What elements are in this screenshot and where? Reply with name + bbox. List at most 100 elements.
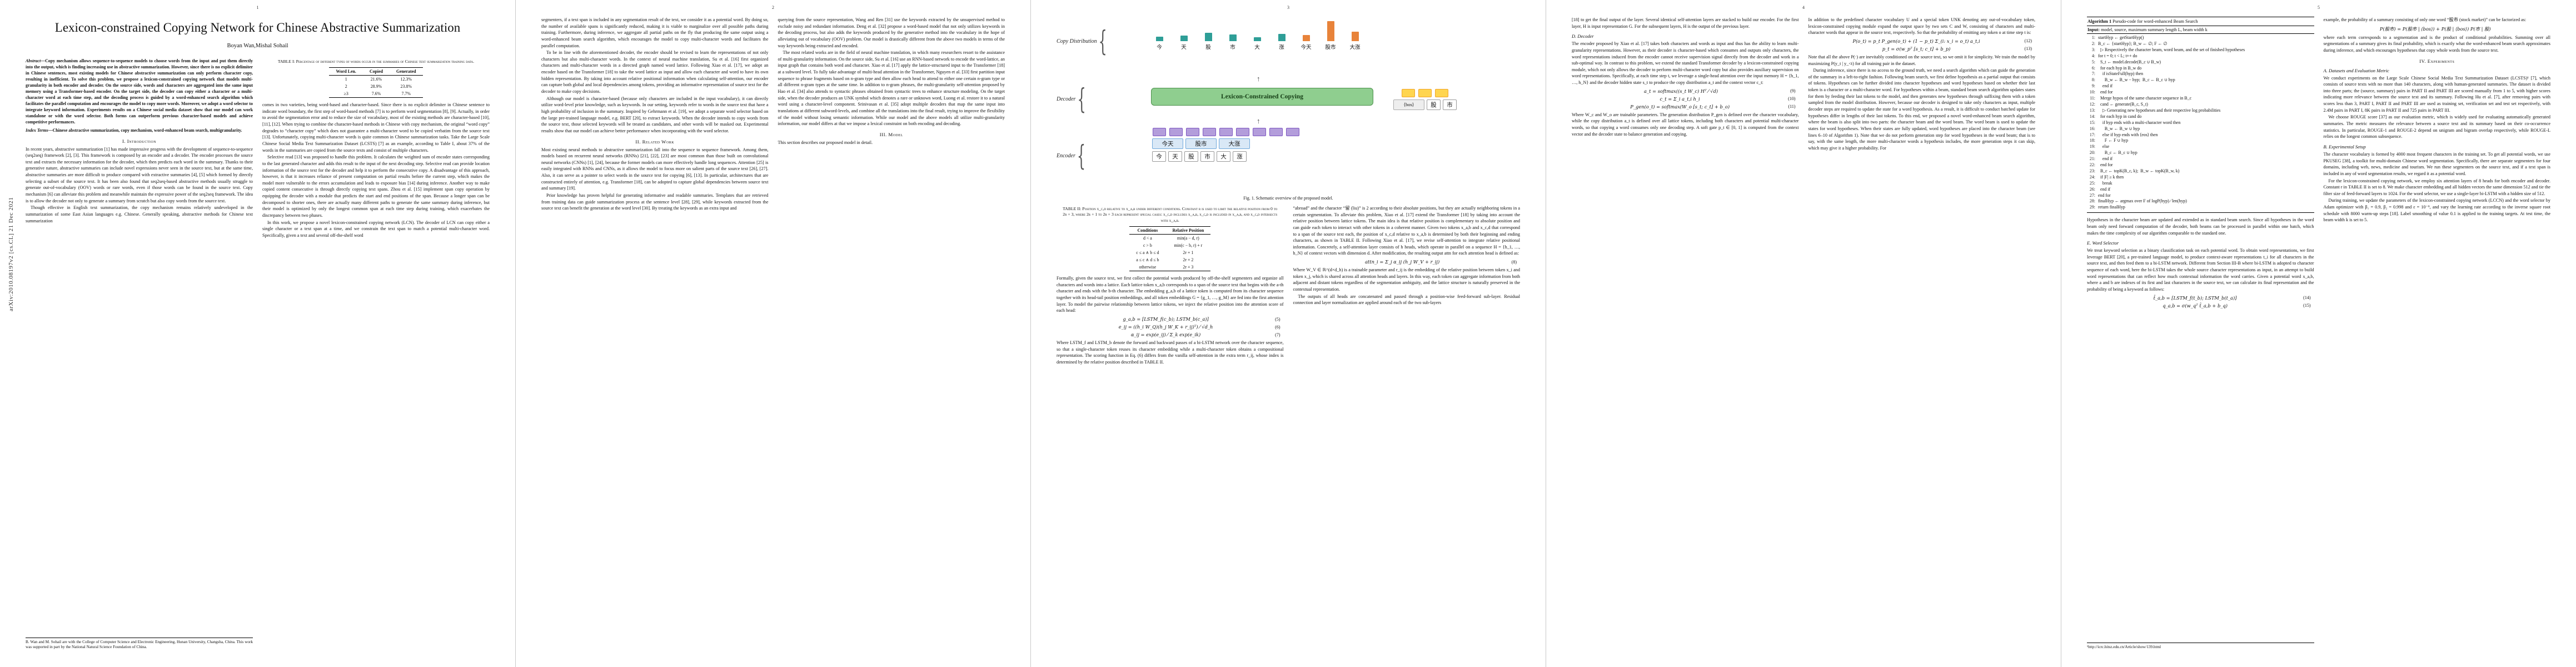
distribution-column: 大	[1249, 37, 1265, 51]
dataset-url-link[interactable]: ¹http://icrc.hitsz.edu.cn/Article/show/1…	[2087, 645, 2161, 650]
algorithm-line-text: B_c ← B_c ∪ hyp	[2098, 150, 2137, 156]
equation: e_ij = ((h_i W_Q)(h_j W_K + r_ij)ᵀ) ⁄ √d…	[1060, 324, 1280, 330]
encoder-hidden-block	[1153, 128, 1166, 136]
section-heading-experiments: IV. Experiments	[2419, 58, 2455, 64]
paragraph: example, the probability of a summary co…	[2323, 17, 2527, 22]
equation-body: P(o_t) = p_t P_gen(o_t) + (1 − p_t) Σ_(i…	[1852, 38, 1980, 44]
table-cell: a ≤ c ∧ d ≤ b	[1136, 257, 1159, 263]
algorithm-line-number: 28:	[2089, 198, 2095, 204]
figure-token: 市	[1443, 99, 1457, 110]
algorithm-line-text: ▷ Generating new hypotheses and their re…	[2098, 107, 2221, 113]
decoder-hidden-block	[1402, 89, 1415, 97]
algorithm-line-number: 29:	[2089, 205, 2095, 210]
table2-caption: TABLE II: Position x_c,d relative to x_a…	[1063, 206, 1278, 223]
equation-number: (8)	[1511, 259, 1517, 265]
algorithm-line: 22: end for	[2087, 162, 2314, 168]
decoder-group: ⟨bos⟩股市	[1392, 88, 1458, 111]
distribution-column: 涨	[1273, 34, 1290, 51]
encoder-hidden-block	[1203, 128, 1216, 136]
figure-token: 今天	[1152, 138, 1183, 149]
page5-column-2: example, the probability of a summary co…	[2324, 17, 2551, 311]
algorithm-line-number: 3:	[2091, 47, 2095, 52]
table-row: c > b min(c − b, r) + r	[1129, 242, 1210, 249]
paragraph: Where W_c and W_o are trainable paramete…	[1572, 112, 1799, 137]
paragraph: During inference, since there is no acce…	[1808, 68, 2036, 151]
page-4: 4 [18] to get the final output of the la…	[1546, 0, 2061, 667]
copy-distribution-bars: 今天股市大涨今天股市大涨	[1151, 21, 1363, 51]
figure-caption: Fig. 1. Schematic overview of the propos…	[1243, 196, 1333, 201]
algorithm-line: 4:for t = 0; t < L; t++ do	[2087, 53, 2314, 59]
figure-token: 大	[1217, 151, 1230, 162]
algorithm-line-number: 7:	[2091, 71, 2095, 77]
figure-middle-row: Lexicon-Constrained Copying ⟨bos⟩股市	[1151, 88, 1458, 111]
algorithm-line-number: 23:	[2089, 168, 2095, 173]
section-heading-introduction: I. Introduction	[122, 138, 157, 144]
encoder-hidden-block	[1219, 128, 1233, 136]
algorithm-line-text: end for	[2098, 192, 2111, 198]
distribution-token-label: 涨	[1279, 45, 1284, 51]
algorithm-line-number: 4:	[2091, 53, 2095, 58]
table-header-cell: Word Len.	[329, 67, 363, 76]
equation-example: P(股市) = P(股市 | ⟨bos⟩) + P(股 | ⟨bos⟩) P(市…	[2327, 26, 2548, 32]
dataset-url-footnote: ¹http://icrc.hitsz.edu.cn/Article/show/1…	[2087, 643, 2314, 650]
title-block: Lexicon-constrained Copying Network for …	[42, 20, 473, 49]
equation-body: attn_i = Σ_j α_ij (h_j W_V + r_ij)	[1364, 259, 1440, 265]
page2-column-2: querying from the source representation,…	[778, 17, 1005, 212]
figure-token: 今	[1152, 151, 1166, 162]
algorithm-line: 24: if |F| ≥ k then	[2087, 175, 2314, 181]
algorithm-line-number: 15:	[2089, 120, 2095, 125]
algorithm-line: 11: Merge hypos of the same character se…	[2087, 96, 2314, 102]
table-cell: c ≤ a ∧ b ≤ d	[1136, 250, 1159, 256]
section-heading-model: III. Model	[879, 131, 903, 137]
page-3: 3 Copy Distribution { Decoder { Encoder …	[1030, 0, 1546, 667]
algorithm-line: 29:return finalHyp	[2087, 205, 2314, 211]
abstract-text: Copy mechanism allows sequence-to-sequen…	[26, 58, 253, 125]
page-5: 5 Algorithm 1 Pseudo-code for word-enhan…	[2061, 0, 2576, 667]
table-cell: 2r + 1	[1183, 250, 1194, 256]
algorithm-line-number: 16:	[2089, 126, 2095, 131]
algorithm-line: 23: B_c ← topK(B_c, k); B_w ← topK(B_w, …	[2087, 168, 2314, 175]
algorithm-line-number: 14:	[2089, 113, 2095, 119]
table-cell: c > b	[1143, 243, 1152, 248]
algorithm-line-text: for each hyp in B_w do	[2098, 65, 2142, 71]
distribution-token-label: 天	[1181, 45, 1187, 51]
algorithm-line: 18: F ← F ∪ hyp	[2087, 138, 2314, 144]
algorithm-line-number: 21:	[2089, 156, 2095, 162]
algorithm-line-text: return finalHyp	[2098, 205, 2125, 210]
algorithm-line: 2:B_c ← {startHyp}; B_w ← ∅; F ← ∅	[2087, 41, 2314, 47]
algorithm-line: 16: B_w ← B_w ∪ hyp	[2087, 126, 2314, 132]
paragraph: We choose ROUGE score [37] as our evalua…	[2323, 115, 2551, 140]
decoder-hidden-block	[1418, 89, 1432, 97]
paragraph: segmenters, if a text span is included i…	[541, 17, 769, 48]
equation: α_ij = exp(e_ij) ⁄ Σ_k exp(e_ik)(7)	[1060, 332, 1280, 337]
algorithm-line-number: 25:	[2089, 180, 2095, 186]
algorithm-label: Algorithm 1	[2087, 18, 2113, 24]
index-terms-label: Index Terms—	[26, 128, 53, 133]
figure-token: 股市	[1185, 138, 1217, 149]
paragraph: The most related works are in the field …	[778, 50, 1005, 127]
algorithm-line: 14: for each hyp in cand do	[2087, 114, 2314, 120]
equation: a_t = softmax((s_t W_c) Hᵀ ⁄ √d)(9)	[1575, 88, 1795, 94]
equation-number: (5)	[1275, 316, 1280, 322]
brace-icon: {	[1077, 82, 1086, 116]
algorithm-line-number: 22:	[2089, 162, 2095, 168]
equation-number: (13)	[2024, 46, 2032, 52]
table-cell: min(c − b, r) + r	[1174, 243, 1203, 248]
distribution-bar	[1351, 32, 1359, 41]
algorithm-line-text: Merge hypos of the same character sequen…	[2098, 96, 2192, 101]
page-2: 2 segmenters, if a text span is included…	[515, 0, 1030, 667]
paragraph: The outputs of all heads are concatenate…	[1293, 293, 1521, 306]
paragraph: Although our model is character-based (b…	[541, 96, 769, 133]
table-cell: 23.8%	[400, 84, 412, 89]
algorithm-line-number: 5:	[2091, 59, 2095, 64]
algorithm-input: Input: model, source, maximum summary le…	[2087, 26, 2314, 34]
equation-number: (12)	[2024, 38, 2032, 44]
algorithm-input-label: Input:	[2087, 27, 2101, 32]
